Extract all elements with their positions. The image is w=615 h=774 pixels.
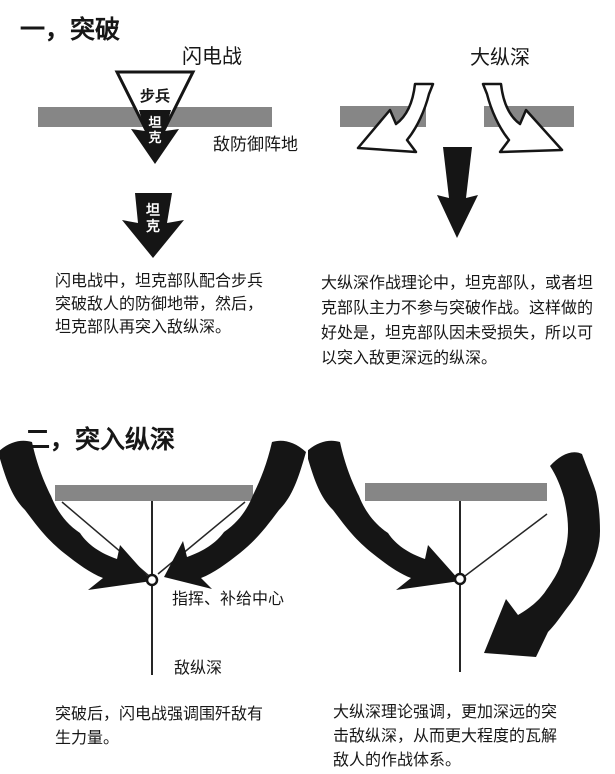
blitzkrieg-depth-diagram xyxy=(0,440,306,675)
blitzkrieg-label: 闪电战 xyxy=(182,46,242,68)
deep-battle-breakthrough-description: 大纵深作战理论中，坦克部队，或者坦 克部队主力不参与突破作战。这样做的 好处是，… xyxy=(321,275,594,367)
flank-curved-arrow-icon xyxy=(356,82,435,154)
command-supply-center-node xyxy=(453,572,467,586)
blitzkrieg-depth-description: 突破后，闪电战强调围歼敌有 生力量。 xyxy=(55,706,264,747)
deep-battle-depth-diagram xyxy=(308,440,600,672)
tank-arrow-icon xyxy=(122,193,184,258)
tank-label: 坦克 xyxy=(146,202,160,234)
pincer-swoosh-arrow-icon xyxy=(0,440,152,590)
deep-battle-depth-description: 大纵深理论强调，更加深远的突 击敌纵深，从而更大程度的瓦解 敌人的作战体系。 xyxy=(333,704,558,769)
convergence-line xyxy=(464,513,548,577)
command-supply-center-node xyxy=(145,573,159,587)
blitzkrieg-breakthrough-diagram xyxy=(38,70,272,258)
tank-arrow-icon xyxy=(131,110,179,164)
deep-battle-label: 大纵深 xyxy=(470,47,530,69)
pincer-swoosh-arrow-icon xyxy=(164,440,306,589)
section1-title: 一，突破 xyxy=(20,16,121,44)
enemy-defense-line-bar xyxy=(365,483,547,501)
command-supply-center-label: 指挥、补给中心 xyxy=(172,591,285,608)
enemy-defense-line-bar xyxy=(55,485,253,501)
infantry-label: 步兵 xyxy=(139,88,170,105)
section2-title: 二，突入纵深 xyxy=(25,426,176,454)
enemy-depth-label: 敌纵深 xyxy=(174,660,223,677)
tank-label: 坦克 xyxy=(148,115,162,145)
deep-strike-swoosh-arrow-icon xyxy=(484,452,600,657)
blitzkrieg-breakthrough-description: 闪电战中，坦克部队配合步兵 突破敌人的防御地带，然后， 坦克部队再突入敌纵深。 xyxy=(55,273,264,336)
enemy-defense-line-label: 敌防御阵地 xyxy=(213,135,298,154)
flank-curved-arrow-icon xyxy=(481,82,564,154)
penetration-arrow-icon xyxy=(437,147,478,238)
deep-battle-breakthrough-diagram xyxy=(340,82,574,238)
pincer-swoosh-arrow-icon xyxy=(308,440,460,590)
